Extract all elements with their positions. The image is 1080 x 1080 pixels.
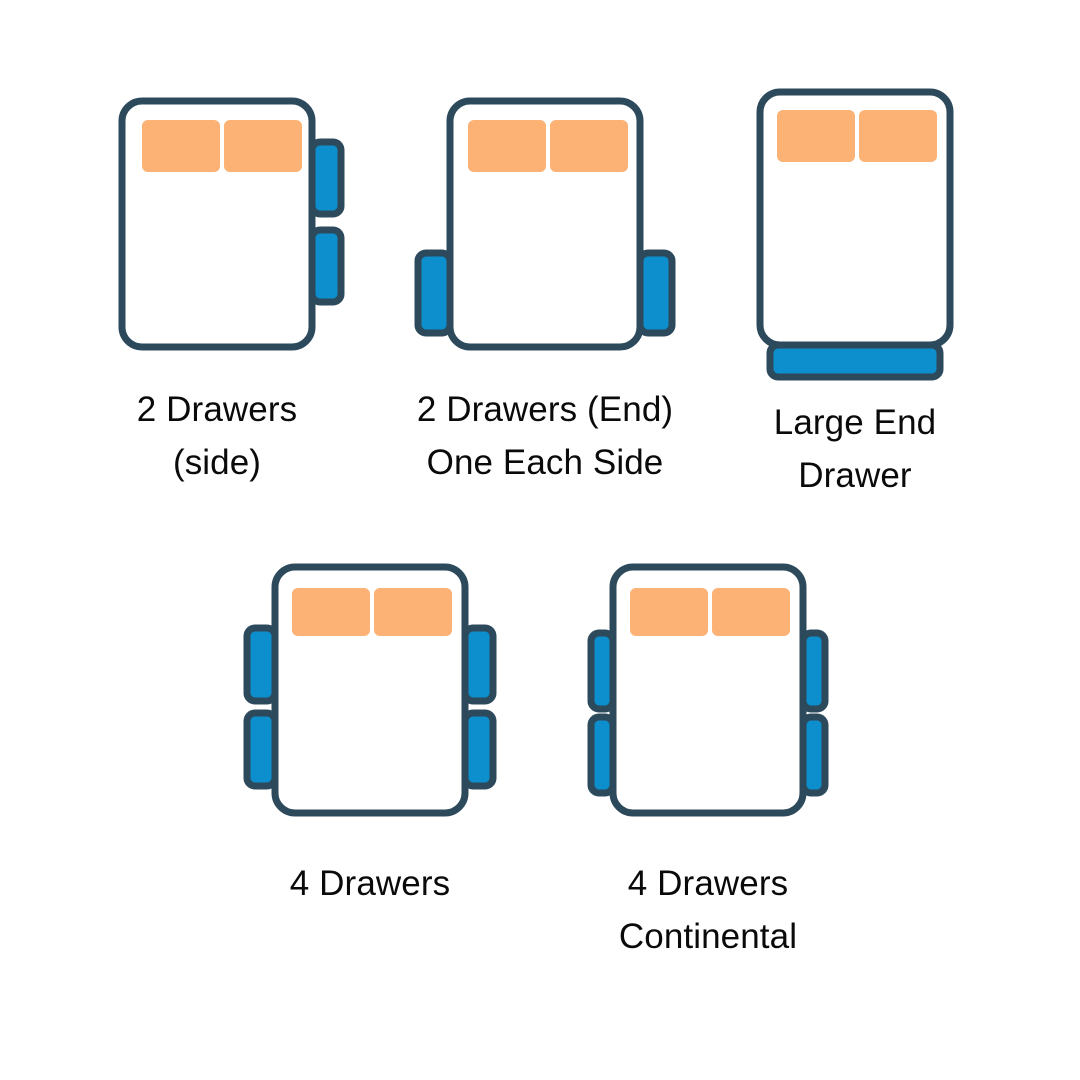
bed-option-label-large-end-drawer: Large End Drawer	[773, 403, 937, 495]
drawer-group	[308, 138, 345, 306]
bed-option-label-two-drawers-side: 2 Drawers (side)	[136, 390, 298, 482]
drawer-group	[766, 341, 944, 381]
drawer-3-right[interactable]	[461, 624, 497, 705]
drawer-1-foot[interactable]	[766, 341, 944, 381]
bed-mattress[interactable]	[756, 88, 954, 349]
bed-option-label-two-drawers-end-one-each-side: 2 Drawers (End) One Each Side	[416, 390, 674, 482]
bed-option-label-four-drawers-continental: 4 Drawers Continental	[618, 864, 798, 956]
drawer-2-left[interactable]	[243, 709, 279, 790]
bed-option-label-four-drawers: 4 Drawers	[289, 864, 451, 903]
drawer-1-left[interactable]	[243, 624, 279, 705]
drawer-2-right[interactable]	[636, 249, 676, 337]
drawer-group	[414, 249, 676, 337]
drawer-2-right[interactable]	[308, 226, 345, 306]
bed-mattress[interactable]	[609, 563, 807, 817]
drawer-4-right[interactable]	[461, 709, 497, 790]
bed-mattress[interactable]	[271, 563, 469, 817]
drawer-1-right[interactable]	[308, 138, 345, 218]
bed-mattress[interactable]	[446, 97, 644, 351]
drawer-1-left[interactable]	[414, 249, 454, 337]
bed-mattress[interactable]	[118, 97, 316, 351]
